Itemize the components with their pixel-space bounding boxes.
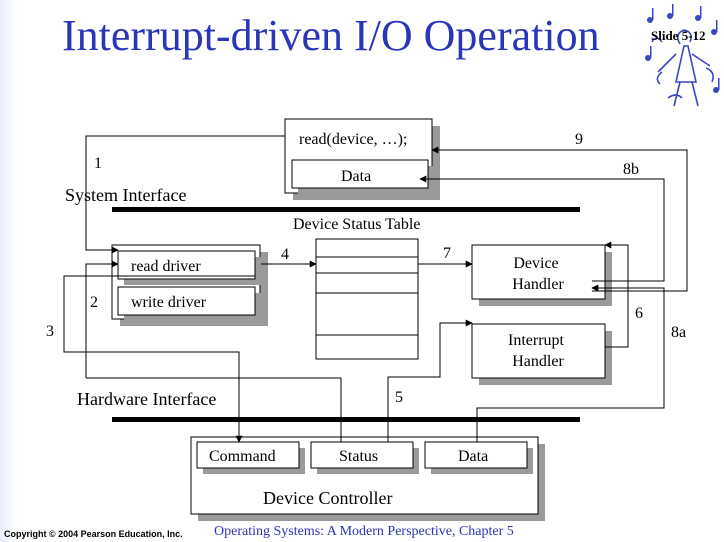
flow-line-3 [63, 271, 256, 443]
slide-number: Slide 5-12 [651, 28, 706, 43]
write-driver-label: write driver [131, 294, 207, 311]
step-label-8b: 8b [623, 161, 639, 178]
flow-line-8a [476, 284, 665, 442]
flow-line-2 [85, 260, 119, 378]
interrupt-handler-line1: Interrupt [508, 332, 565, 349]
system-interface-label: System Interface [65, 185, 186, 205]
device-handler-box: Device Handler [471, 244, 612, 306]
svg-text:Device Handler: Device Handler [512, 255, 564, 293]
system-interface-bar [112, 207, 580, 212]
flow-line-5 [387, 319, 473, 442]
svg-text:Interrupt Handler: Interrupt Handler [508, 332, 568, 370]
device-status-table-label: Device Status Table [293, 216, 420, 233]
interrupt-handler-box: Interrupt Handler [471, 323, 612, 385]
read-call-label: read(device, …); [299, 131, 407, 148]
slide-title: Interrupt-driven I/O Operation [62, 11, 600, 60]
step-label-1: 1 [94, 155, 102, 172]
user-process-box: read(device, …); Data [284, 118, 440, 200]
flow-line-6 [604, 241, 629, 348]
interrupt-handler-line2: Handler [512, 353, 564, 370]
status-label: Status [339, 448, 378, 465]
controller-data-label: Data [458, 448, 488, 465]
step-label-6: 6 [635, 305, 643, 322]
hardware-interface-label: Hardware Interface [77, 389, 216, 409]
data-label: Data [341, 168, 371, 185]
command-label: Command [209, 448, 276, 465]
flow-line-1 [85, 135, 285, 254]
step-label-8a: 8a [671, 324, 686, 341]
step-label-3: 3 [46, 323, 54, 340]
musician-clipart-icon [645, 4, 720, 107]
driver-box: read driver write driver [111, 244, 268, 326]
flow-line-status-up [86, 377, 342, 442]
flow-line-9 [431, 146, 688, 292]
hardware-interface-bar [112, 417, 580, 422]
step-label-2: 2 [90, 294, 98, 311]
flow-line-8b [419, 175, 665, 282]
footer-text: Operating Systems: A Modern Perspective,… [214, 524, 514, 539]
copyright-text: Copyright © 2004 Pearson Education, Inc. [4, 529, 183, 539]
device-controller-box: Command Status Data Device Controller [190, 436, 545, 521]
read-driver-label: read driver [131, 258, 201, 275]
step-label-7: 7 [443, 245, 451, 262]
slide-sidebar [0, 0, 18, 542]
device-handler-line1: Device [513, 255, 558, 272]
step-label-4: 4 [281, 246, 289, 263]
device-status-table [315, 238, 419, 360]
step-label-5: 5 [395, 389, 403, 406]
step-label-9: 9 [575, 131, 583, 148]
device-handler-line2: Handler [512, 276, 564, 293]
device-controller-label: Device Controller [263, 488, 392, 508]
